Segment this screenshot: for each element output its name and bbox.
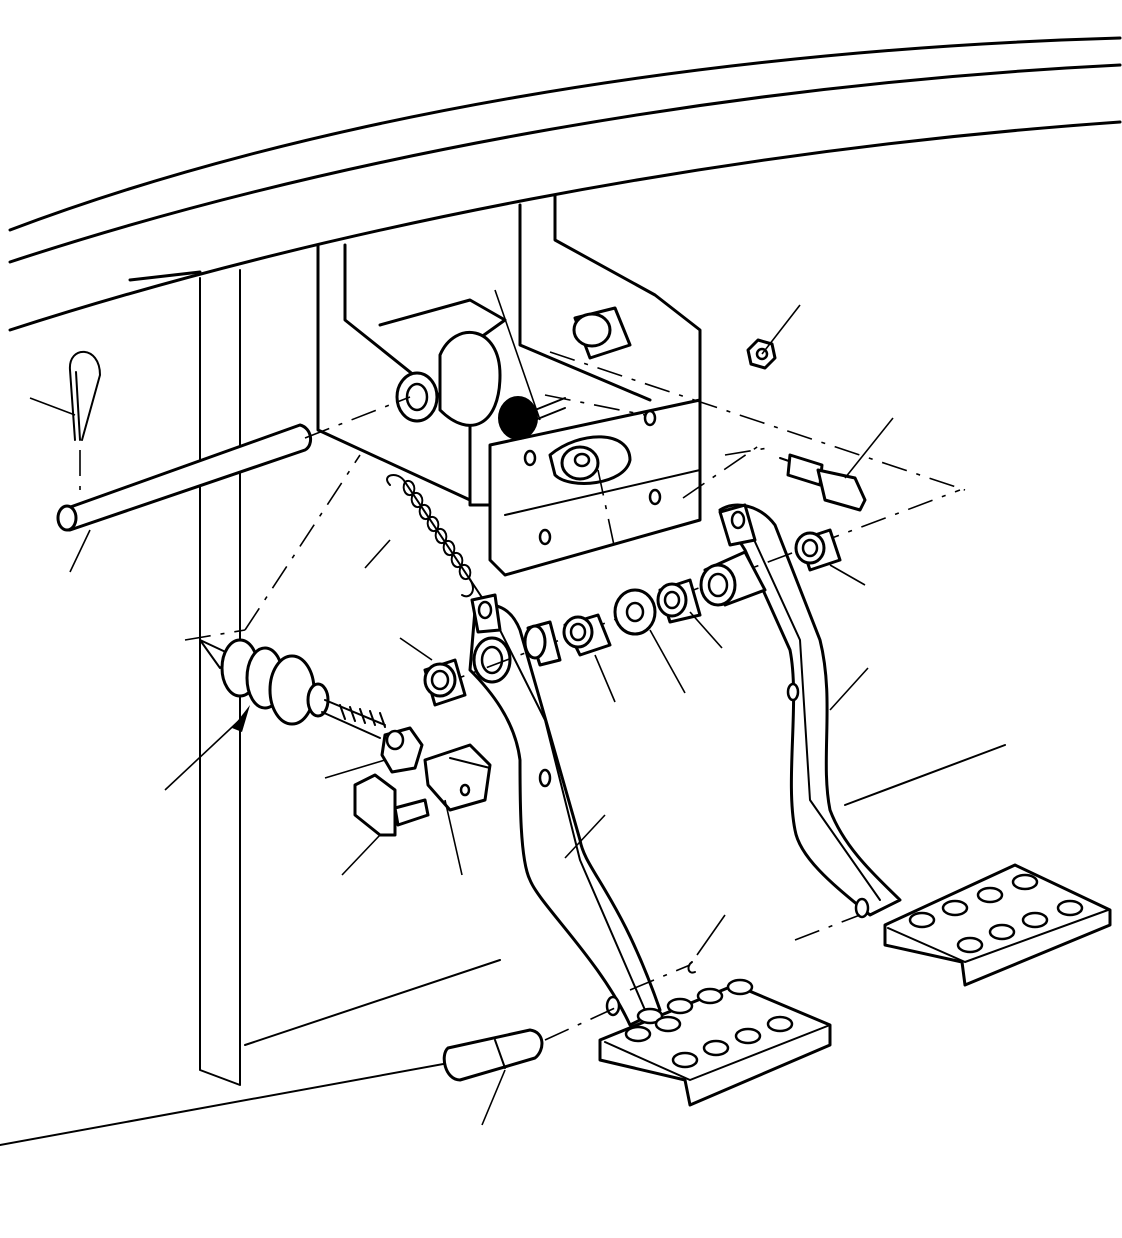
master-cylinder-pushrod — [164, 454, 386, 791]
cotter-pin — [29, 350, 101, 500]
nut — [746, 304, 801, 370]
bushing-2 — [562, 613, 616, 703]
bushing-left — [399, 637, 467, 707]
washer — [613, 588, 686, 694]
clevis — [423, 743, 492, 876]
clutch-pivot-tube — [699, 550, 767, 607]
pedal-bracket — [316, 193, 702, 577]
locknut — [324, 726, 424, 779]
retaining-clip — [629, 914, 861, 991]
brake-pedal — [468, 593, 832, 1107]
bushing-right — [794, 528, 866, 586]
pivot-shaft — [56, 396, 411, 573]
clutch-pedal-pad-studs — [908, 873, 1084, 954]
spacer-1 — [523, 620, 562, 667]
clevis-clip — [341, 773, 430, 876]
brake-pedal-pad-studs — [624, 978, 794, 1069]
brake-light-switch — [779, 417, 894, 512]
pedal-pin — [442, 1007, 616, 1126]
return-spring — [364, 474, 486, 603]
adjuster-screw — [494, 289, 566, 440]
bushing-3 — [656, 578, 723, 649]
assembly-guide-lines — [544, 351, 966, 551]
clutch-pedal — [718, 503, 1112, 987]
dashboard-outline — [0, 36, 1122, 1146]
pivot-bushings — [399, 489, 961, 707]
